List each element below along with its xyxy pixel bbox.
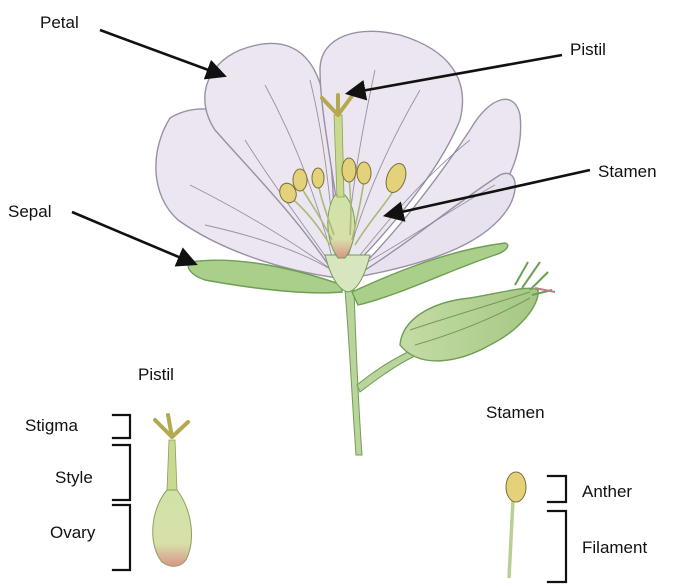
label-petal: Petal	[40, 13, 79, 32]
ovary-bracket	[113, 505, 130, 570]
label-anther: Anther	[582, 482, 632, 501]
label-stigma: Stigma	[25, 416, 78, 435]
filament-bracket	[548, 511, 566, 582]
sepal-leader	[72, 212, 193, 263]
pistil-detail-drawing	[153, 415, 192, 566]
bud-stem	[357, 350, 415, 392]
stamen-detail: Stamen Anther Filament	[486, 403, 647, 582]
stamen-detail-drawing	[506, 472, 526, 578]
anther-bracket	[548, 476, 566, 502]
label-stamen: Stamen	[598, 162, 657, 181]
pistil-detail-title: Pistil	[138, 365, 174, 384]
label-pistil: Pistil	[570, 40, 606, 59]
main-stem	[345, 290, 362, 455]
label-style: Style	[55, 468, 93, 487]
pistil-detail: Pistil Stigma Style Ovary	[25, 365, 192, 570]
style-bracket	[113, 445, 130, 500]
flower-illustration	[156, 31, 555, 455]
stamen-detail-title: Stamen	[486, 403, 545, 422]
stigma-bracket	[113, 415, 130, 438]
label-filament: Filament	[582, 538, 647, 557]
label-ovary: Ovary	[50, 523, 96, 542]
label-sepal: Sepal	[8, 202, 51, 221]
petal-leader	[100, 30, 222, 75]
